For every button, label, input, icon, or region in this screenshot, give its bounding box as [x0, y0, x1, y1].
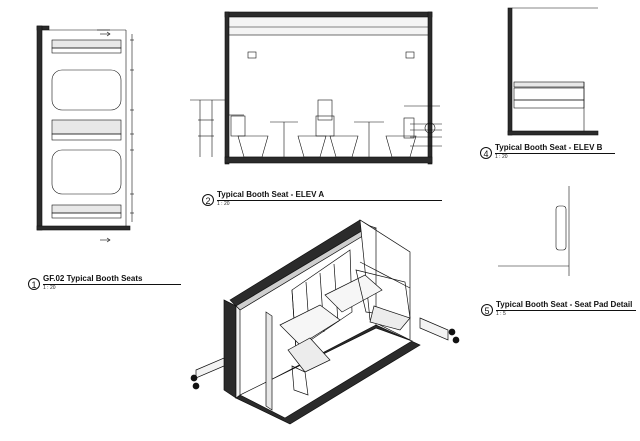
isometric-view [190, 219, 460, 425]
drawing-title-text-2: Typical Booth Seat - ELEV A [217, 190, 325, 199]
elevation-a [190, 11, 442, 165]
elevation-b [507, 7, 599, 136]
title-underline-2 [217, 200, 442, 201]
drawing-title-text-5: Typical Booth Seat - Seat Pad Detail [496, 300, 633, 309]
title-underline-5 [496, 310, 636, 311]
drawing-scale-4: 1 : 20 [495, 154, 508, 160]
drawing-title-text-4: Typical Booth Seat - ELEV B [495, 143, 603, 152]
drawing-scale-5: 1 : 5 [496, 311, 506, 317]
plan-view [36, 25, 134, 243]
drawing-number-2: 2 [202, 194, 214, 206]
drawing-number-4: 4 [480, 147, 492, 159]
drawing-scale-1: 1 : 20 [43, 285, 56, 291]
drawing-number-5: 5 [481, 304, 493, 316]
drawing-number-1: 1 [28, 278, 40, 290]
drawing-scale-2: 1 : 20 [217, 201, 230, 207]
drawing-title-text-1: GF.02 Typical Booth Seats [43, 274, 143, 283]
title-underline-1 [43, 284, 181, 285]
seat-pad-detail [498, 186, 570, 276]
title-underline-4 [495, 153, 615, 154]
